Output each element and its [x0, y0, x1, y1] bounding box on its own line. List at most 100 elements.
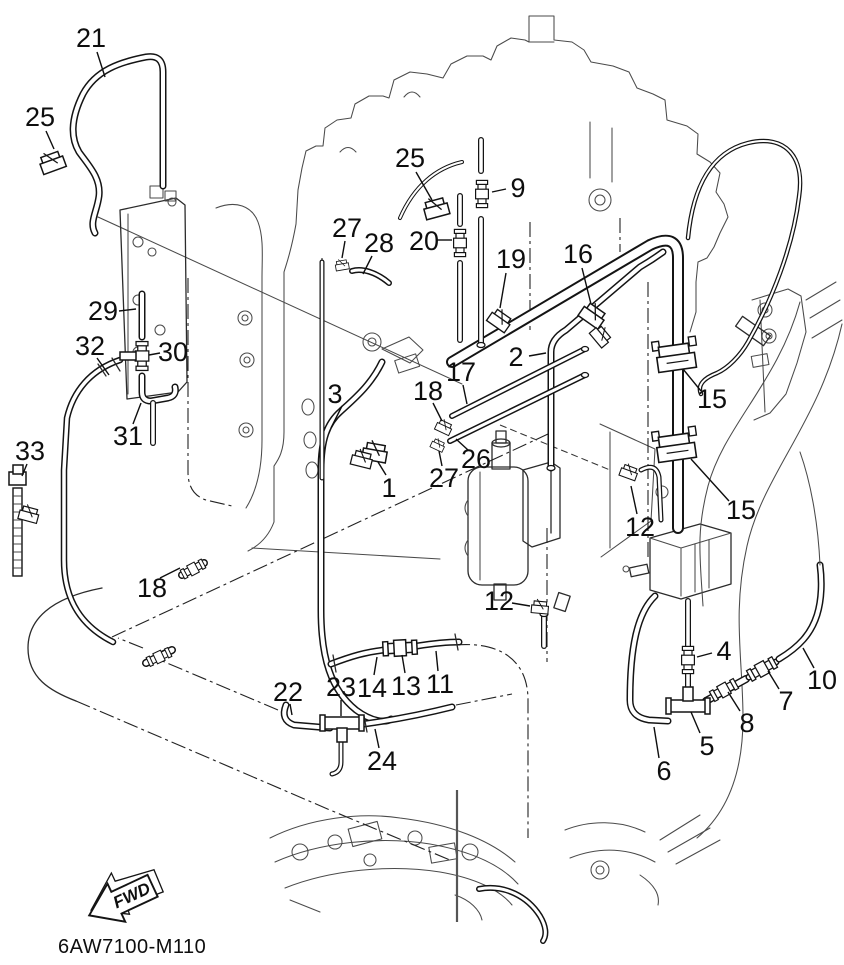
callout-leader-27-19	[438, 450, 443, 467]
callout-label-22-29: 22	[273, 677, 303, 707]
sleeve-8-icon	[708, 677, 740, 703]
joint-9-icon	[475, 179, 489, 209]
callout-leader-10-33	[802, 647, 815, 669]
callout-label-5-36: 5	[699, 731, 714, 761]
callout-label-8-35: 8	[739, 708, 754, 738]
callout-leader-7-34	[767, 670, 780, 690]
callout-leader-19-7	[499, 272, 507, 309]
callout-leader-2-14	[528, 352, 547, 357]
callout-label-15-22: 15	[697, 384, 727, 414]
callout-leader-3-15	[330, 405, 343, 429]
callout-label-18-16: 18	[413, 376, 443, 406]
clamp-12a-icon	[618, 461, 641, 482]
callout-label-30-11: 30	[158, 337, 188, 367]
callout-label-12-25: 12	[484, 586, 514, 616]
callout-leader-1-20	[377, 461, 387, 476]
callout-label-18-24: 18	[137, 573, 167, 603]
callout-label-3-15: 3	[327, 379, 342, 409]
callout-label-14-26: 14	[357, 673, 387, 703]
sleeve-4-icon	[680, 645, 696, 675]
hose-24	[364, 707, 452, 724]
bottom-cowling-outline	[269, 790, 721, 922]
hose-6	[630, 596, 668, 721]
callout-label-19-7: 19	[496, 244, 526, 274]
callout-label-24-31: 24	[367, 746, 397, 776]
callout-leader-31-12	[132, 402, 142, 425]
joint-20-icon	[453, 228, 467, 258]
fitting-18b-icon	[179, 557, 207, 581]
callout-leader-6-37	[653, 726, 660, 759]
clip-27b-icon	[429, 436, 447, 453]
callout-label-23-30: 23	[326, 672, 356, 702]
joint-7-icon	[745, 655, 779, 683]
callout-label-17-17: 17	[446, 357, 476, 387]
callout-leader-18-16	[432, 402, 443, 422]
callout-leader-11-28	[435, 650, 439, 672]
callout-label-25-1: 25	[25, 102, 55, 132]
tee-5-icon	[665, 686, 711, 715]
mounting-plate-outline	[119, 185, 188, 400]
callout-leader-32-10	[96, 357, 110, 376]
tube-31	[142, 376, 175, 401]
callout-label-31-12: 31	[113, 421, 143, 451]
callout-leader-33-13	[21, 463, 28, 477]
callout-leader-12-25	[511, 602, 531, 607]
callout-label-21-0: 21	[76, 23, 106, 53]
callout-label-12-21: 12	[625, 512, 655, 542]
callout-leader-4-32	[696, 652, 713, 658]
callout-leader-26-18	[455, 438, 469, 451]
callout-label-13-27: 13	[391, 671, 421, 701]
fitting-lower-left-icon	[145, 646, 173, 668]
callout-leader-13-27	[401, 654, 406, 674]
callout-leader-17-17	[462, 384, 468, 405]
engine-block-outline	[97, 15, 729, 560]
drawing-code: 6AW7100-M110	[58, 936, 206, 958]
bottom-cowling-hose	[479, 888, 545, 941]
tee-30-port	[119, 351, 137, 361]
callout-label-6-37: 6	[656, 756, 671, 786]
hose-32	[64, 360, 120, 642]
hose-11	[417, 642, 459, 646]
callout-leader-15-22	[682, 368, 702, 392]
steering-linkage-outline	[362, 332, 424, 374]
callout-label-10-33: 10	[807, 665, 837, 695]
clamp-25b-icon	[420, 193, 451, 221]
fwd-arrow: FWD	[87, 868, 165, 923]
clip-27a-icon	[334, 257, 350, 272]
hoses-and-pipes	[64, 57, 821, 941]
hose-21	[73, 57, 163, 233]
callout-leader-9-3	[491, 188, 507, 193]
callout-leader-5-36	[690, 711, 701, 734]
callout-leader-16-8	[581, 267, 592, 305]
callout-label-28-5: 28	[364, 228, 394, 258]
joint-13-icon	[381, 638, 419, 658]
clamp-25a-icon	[36, 146, 68, 176]
callout-leader-24-31	[374, 728, 380, 749]
callout-label-25-2: 25	[395, 143, 425, 173]
callout-label-16-8: 16	[563, 239, 593, 269]
fittings-and-clamps	[36, 146, 779, 743]
callout-label-26-18: 26	[461, 444, 491, 474]
callout-label-4-32: 4	[716, 636, 731, 666]
clip-18a-icon	[433, 416, 455, 437]
tee-30-icon	[134, 340, 150, 372]
callout-label-2-14: 2	[508, 342, 523, 372]
hose-top-right-loop	[688, 141, 800, 394]
callout-label-9-3: 9	[510, 173, 525, 203]
callout-label-32-10: 32	[75, 331, 105, 361]
callout-label-15-23: 15	[726, 495, 756, 525]
callout-leader-18-24	[159, 567, 181, 579]
callout-leader-14-26	[373, 656, 378, 676]
callout-label-1-20: 1	[381, 473, 396, 503]
hose-10	[779, 565, 821, 659]
callout-label-20-6: 20	[409, 226, 439, 256]
callout-label-11-28: 11	[426, 669, 454, 699]
callout-leader-28-5	[362, 255, 373, 275]
callout-leader-27-4	[341, 240, 346, 259]
strap-33	[8, 464, 42, 577]
callout-label-29-9: 29	[88, 296, 118, 326]
hose-28	[352, 270, 389, 283]
callout-leader-30-11	[148, 352, 161, 356]
